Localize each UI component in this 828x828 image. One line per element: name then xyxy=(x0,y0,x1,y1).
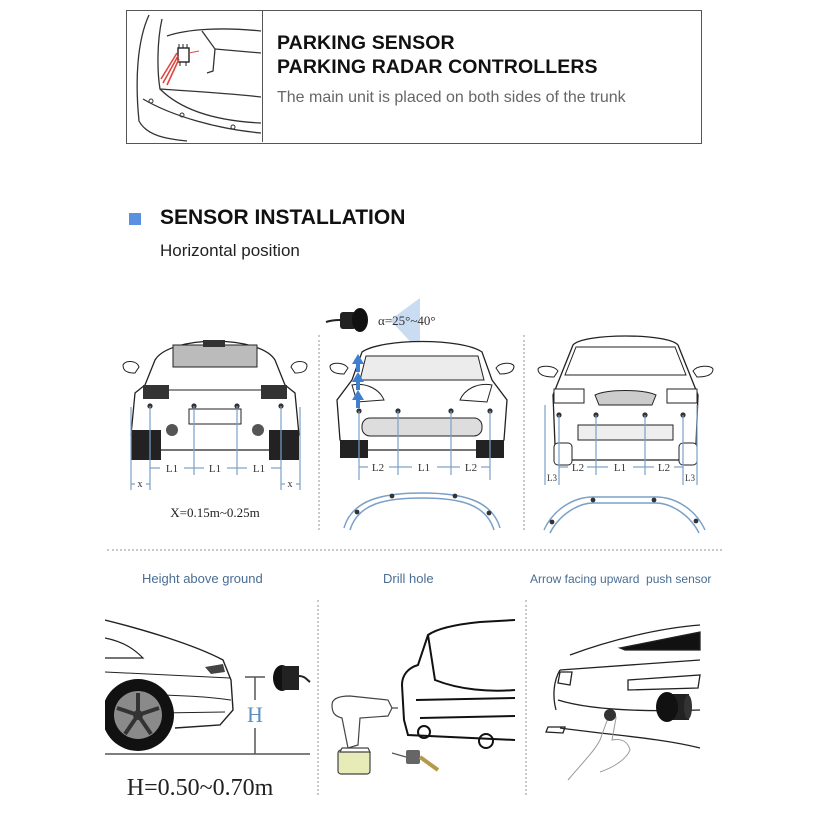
step-caption-push: Arrow facing upward push sensor xyxy=(530,572,712,586)
height-dimension xyxy=(245,676,265,754)
divider xyxy=(317,600,319,795)
section-title: SENSOR INSTALLATION xyxy=(160,206,406,229)
bumper-curve xyxy=(343,492,501,531)
drill-hole-diagram xyxy=(320,600,525,810)
divider xyxy=(525,600,527,795)
height-marker-h: H xyxy=(247,702,263,727)
dimension-label-l2: L2 xyxy=(572,462,584,474)
dimension-label-l3: L3 xyxy=(547,473,557,483)
step-caption-height: Height above ground xyxy=(142,571,263,586)
sensor-icon xyxy=(325,308,368,332)
dimension-label-x: x xyxy=(288,479,293,490)
section-marker-square xyxy=(129,213,141,225)
angle-label: α=25°~40° xyxy=(378,313,436,328)
section-subtitle: Horizontal position xyxy=(160,241,300,260)
height-above-ground-diagram: H H=0.50~0.70m xyxy=(102,600,317,810)
header-title-line-2: PARKING RADAR CONTROLLERS xyxy=(277,56,598,78)
arrow-up-icons xyxy=(352,354,364,408)
push-sensor-diagram xyxy=(530,600,725,810)
front-car-illustration: α=25°~40° L2 L1 L2 xyxy=(325,298,515,531)
detection-cone xyxy=(390,298,420,352)
sensor-icon xyxy=(656,692,692,722)
dimension-label-l1: L1 xyxy=(209,463,221,475)
sensor-icon xyxy=(273,665,311,691)
bumper-curve xyxy=(543,496,706,534)
dimension-label-l2: L2 xyxy=(372,462,384,474)
step-caption-drill: Drill hole xyxy=(383,571,434,586)
section-divider xyxy=(107,549,722,551)
dimension-label-l1: L1 xyxy=(614,462,626,474)
dimension-label-l1: L1 xyxy=(418,462,430,474)
x-distance-formula: X=0.15m~0.25m xyxy=(170,505,259,520)
front-sedan-illustration: L2 L1 L2 L3 L3 xyxy=(537,335,714,534)
header-subtitle: The main unit is placed on both sides of… xyxy=(277,89,626,106)
dimension-label-x: x xyxy=(138,479,143,490)
car-rear-sketch-illustration xyxy=(545,624,701,749)
divider xyxy=(523,335,525,530)
divider xyxy=(318,335,320,530)
dimension-label-l1: L1 xyxy=(253,463,265,475)
dimension-label-l1: L1 xyxy=(166,463,178,475)
car-rear-illustration xyxy=(400,619,516,749)
front-sedan-diagram: L2 L1 L2 L3 L3 xyxy=(528,325,723,535)
sensor-hole xyxy=(604,709,616,721)
header-title-line-1: PARKING SENSOR xyxy=(277,32,455,54)
hand-icon xyxy=(567,713,631,781)
car-rear-side-illustration xyxy=(102,619,234,751)
dimension-label-l2: L2 xyxy=(658,462,670,474)
dimension-label-l3: L3 xyxy=(685,473,695,483)
rear-car-diagram: L1 L1 L1 x x X=0.15m~0.25m xyxy=(115,325,315,530)
height-formula: H=0.50~0.70m xyxy=(127,775,274,801)
dimension-label-l2: L2 xyxy=(465,462,477,474)
power-drill-icon xyxy=(331,695,398,775)
trunk-with-control-unit-icon xyxy=(127,11,263,142)
rear-car-illustration: L1 L1 L1 x x X=0.15m~0.25m xyxy=(122,340,308,520)
header-panel: PARKING SENSOR PARKING RADAR CONTROLLERS… xyxy=(126,10,702,144)
front-car-angle-diagram: α=25°~40° L2 L1 L2 xyxy=(322,290,522,535)
hole-saw-bit-icon xyxy=(391,750,440,772)
